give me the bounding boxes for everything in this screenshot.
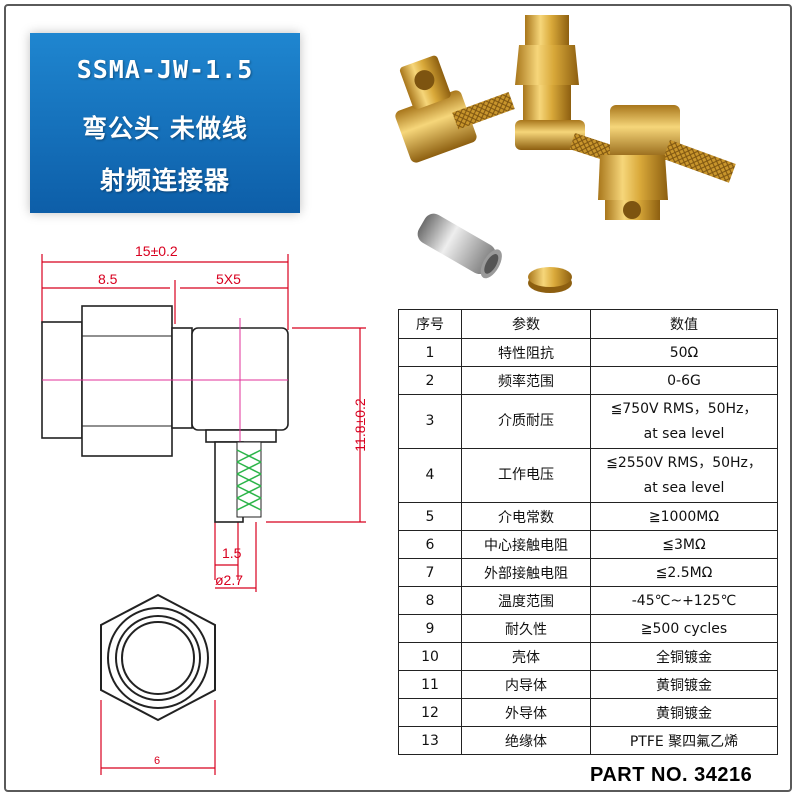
crimp-ferrule	[417, 213, 502, 279]
header-value: 数值	[590, 309, 778, 339]
dim-hex-flat: 6	[154, 755, 160, 767]
dim-cable: ø2.7	[215, 572, 243, 588]
title-subline-2: 射频连接器	[99, 166, 230, 195]
page-frame	[4, 4, 792, 792]
technical-drawing: 15±0.2 8.5 5X5 11.8±0.2 1.5 ø2.7	[41, 243, 368, 775]
connector-right	[598, 105, 736, 220]
crimp-area	[236, 441, 262, 518]
model-title: SSMA-JW-1.5	[76, 55, 254, 84]
title-subline-1: 弯公头 未做线	[82, 114, 248, 143]
dim-body: 8.5	[98, 271, 118, 287]
connector-left	[395, 55, 515, 163]
dim-height: 11.8±0.2	[352, 398, 368, 452]
hex-front-view	[100, 593, 216, 722]
dim-hex: 5X5	[216, 271, 241, 287]
header-no: 序号	[398, 309, 462, 339]
title-banner: SSMA-JW-1.5 弯公头 未做线 射频连接器	[30, 33, 300, 213]
dim-total-width: 15±0.2	[135, 243, 178, 259]
product-photo	[395, 15, 736, 293]
part-number: PART NO. 34216	[590, 764, 753, 786]
dim-pin: 1.5	[222, 545, 242, 561]
end-cap	[528, 267, 572, 293]
header-param: 参数	[461, 309, 591, 339]
